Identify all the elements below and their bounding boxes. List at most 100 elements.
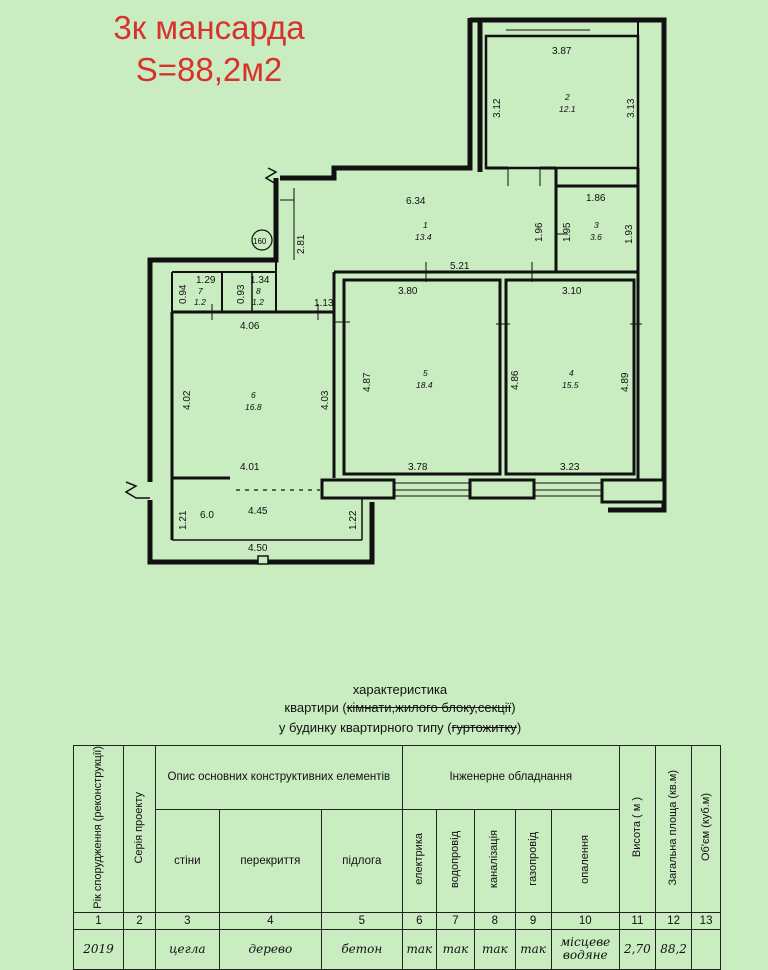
dim: 1.22 xyxy=(348,510,359,530)
floor-plan: 160 3.87 3.12 3.13 6.34 1.96 1.95 1.86 1… xyxy=(124,17,667,565)
col-number: 6 xyxy=(401,911,437,930)
header-series: Серія проекту xyxy=(123,745,156,913)
dim: 4.01 xyxy=(240,462,260,473)
header-water: водопровід xyxy=(435,808,476,913)
room-area: 3.6 xyxy=(590,232,602,242)
cell-water: так xyxy=(435,928,476,970)
header-electric: електрика xyxy=(401,808,437,913)
caption-line1: характеристика xyxy=(352,682,448,697)
characteristics-table: Рік спорудження (реконструкції) Серія пр… xyxy=(73,745,721,970)
room-area: 1.2 xyxy=(252,297,264,307)
col-number: 10 xyxy=(550,911,620,930)
listing-title: 3к мансарда xyxy=(113,9,305,46)
dim: 3.23 xyxy=(560,462,580,473)
col-number: 9 xyxy=(514,911,552,930)
listing-area: S=88,2м2 xyxy=(135,51,283,88)
room-number: 5 xyxy=(423,368,428,378)
room-number: 8 xyxy=(256,286,261,296)
dim: 3.87 xyxy=(552,46,572,57)
dim: 6.34 xyxy=(406,196,426,207)
dim: 3.10 xyxy=(562,286,582,297)
room-area: 16.8 xyxy=(245,402,262,412)
dim: 4.45 xyxy=(248,506,268,517)
dim: 3.12 xyxy=(492,98,503,118)
col-number: 5 xyxy=(320,911,403,930)
cell-heating: місцеве водяне xyxy=(550,928,620,970)
header-sewer: каналізація xyxy=(474,808,516,913)
dim: 3.80 xyxy=(398,286,418,297)
header-walls: стіни xyxy=(154,808,220,913)
room-area: 13.4 xyxy=(415,232,432,242)
header-volume: Об'єм (куб.м) xyxy=(691,745,721,913)
header-heating: опалення xyxy=(550,808,620,913)
dim: 1.21 xyxy=(178,510,189,530)
cell-area: 88,2 xyxy=(654,928,693,970)
room-number: 1 xyxy=(423,220,428,230)
col-number: 12 xyxy=(654,911,693,930)
room-number: 6 xyxy=(251,390,256,400)
dim: 1.34 xyxy=(250,275,270,286)
col-number: 3 xyxy=(154,911,220,930)
dim: 1.96 xyxy=(534,222,545,242)
room-area: 1.2 xyxy=(194,297,206,307)
dim: 5.21 xyxy=(450,261,470,272)
column-numbers-row: 1 2 3 4 5 6 7 8 9 10 11 12 13 xyxy=(73,911,721,930)
cell-year: 2019 xyxy=(73,928,124,970)
marker-circle xyxy=(251,229,273,251)
dim: 4.03 xyxy=(320,390,331,410)
dim: 0.93 xyxy=(236,284,247,304)
cell-electric: так xyxy=(401,928,437,970)
table-row: 2019 цегла дерево бетон так так так так … xyxy=(73,928,721,970)
caption-line2: квартири (кімнати,жилого блоку,секції) xyxy=(200,699,600,716)
cell-floor: бетон xyxy=(320,928,403,970)
caption-strike: гуртожитку xyxy=(451,720,517,735)
dim: 3.78 xyxy=(408,462,428,473)
col-number: 2 xyxy=(123,911,156,930)
header-gas: газопровід xyxy=(514,808,552,913)
dim: 1.95 xyxy=(562,222,573,242)
header-floor: підлога xyxy=(320,808,403,913)
cell-gas: так xyxy=(514,928,552,970)
dim: 6.0 xyxy=(200,510,214,521)
caption-strike: кімнати,жилого блоку,секції xyxy=(346,700,512,715)
header-floors-over: перекриття xyxy=(218,808,322,913)
col-number: 7 xyxy=(435,911,476,930)
caption-text: у будинку квартирного типу ( xyxy=(278,720,452,735)
caption-text: ) xyxy=(511,700,516,715)
room-area: 18.4 xyxy=(416,380,433,390)
col-number: 4 xyxy=(218,911,322,930)
header-area: Загальна площа (кв.м) xyxy=(654,745,693,913)
dim: 4.86 xyxy=(510,370,521,390)
dim: 4.02 xyxy=(182,390,193,410)
dim: 1.29 xyxy=(196,275,216,286)
cell-floors-over: дерево xyxy=(218,928,322,970)
header-height: Висота ( м ) xyxy=(618,745,656,913)
cell-walls: цегла xyxy=(154,928,220,970)
col-number: 8 xyxy=(474,911,516,930)
dim: 1.93 xyxy=(624,224,635,244)
dim: 2.81 xyxy=(296,234,307,254)
col-number: 11 xyxy=(618,911,656,930)
dim: 0.94 xyxy=(178,284,189,304)
room-number: 4 xyxy=(569,368,574,378)
col-number: 1 xyxy=(73,911,124,930)
cell-height: 2,70 xyxy=(618,928,656,970)
col-number: 13 xyxy=(691,911,721,930)
room-area: 15.5 xyxy=(562,380,579,390)
dim: 4.50 xyxy=(248,543,268,554)
room-area: 12.1 xyxy=(559,104,576,114)
cell-volume xyxy=(691,928,721,970)
room-number: 7 xyxy=(198,286,203,296)
caption-line3: у будинку квартирного типу (гуртожитку) xyxy=(200,719,600,736)
dim: 4.87 xyxy=(362,372,373,392)
dim: 1.86 xyxy=(586,193,606,204)
caption-text: ) xyxy=(516,720,522,735)
dim: 4.06 xyxy=(240,321,260,332)
cell-sewer: так xyxy=(474,928,516,970)
marker-label: 160 xyxy=(253,237,267,246)
header-year: Рік спорудження (реконструкції) xyxy=(73,745,124,913)
cell-series xyxy=(123,928,156,970)
header-engineering: Інженерне обладнання xyxy=(401,745,620,810)
dim: 3.13 xyxy=(626,98,637,118)
caption-text: квартири ( xyxy=(284,700,347,715)
